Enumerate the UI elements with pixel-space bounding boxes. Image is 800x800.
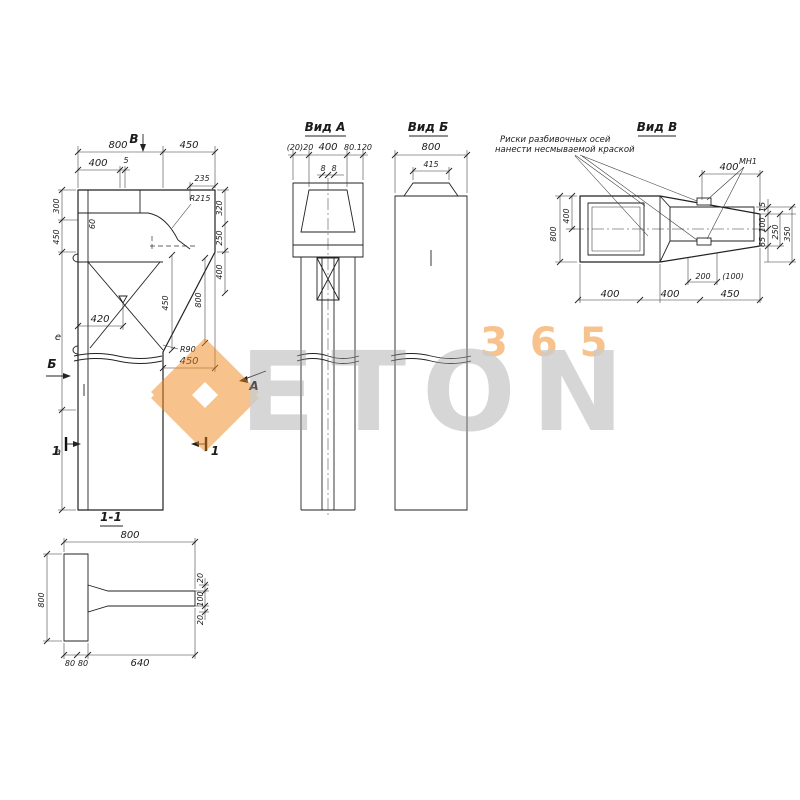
view-v-leaders — [574, 154, 745, 241]
section-ticks — [43, 538, 209, 659]
dim-web-100: 100 — [196, 591, 205, 606]
section-cut-label: 1 — [211, 444, 219, 458]
dim-bottom-80b: 80 — [78, 659, 88, 668]
dim-right-15: 15 — [758, 202, 767, 212]
main-elevation-view: 800 В 450 400 5 235 R215 60 300 450 е а … — [46, 132, 267, 514]
view-b-title: Вид Б — [408, 120, 449, 134]
mn1-label: МН1 — [739, 157, 757, 166]
dim-left-800: 800 — [37, 592, 46, 607]
section-marker-b-arrow — [46, 373, 71, 379]
level-triangle-mark — [118, 295, 128, 304]
dim-console-800v: 800 — [194, 292, 203, 307]
dim-top-console: 450 — [179, 140, 198, 151]
dim-right-100: 100 — [758, 217, 767, 232]
dim-fillet-20-bottom: 20 — [196, 615, 205, 625]
dim-400: 400 — [88, 158, 107, 169]
dim-800: 800 — [421, 142, 440, 153]
dim-bottom-640: 640 — [130, 658, 149, 669]
dim-415: 415 — [423, 160, 438, 169]
view-direction-a-label: А — [248, 379, 258, 393]
dim-left-a: а — [55, 447, 61, 458]
note-line-1: Риски разбивочных осей — [500, 135, 611, 145]
watermark: 365 ETON — [151, 320, 640, 456]
lifting-hook — [72, 345, 79, 355]
dim-200: 200 — [695, 272, 710, 281]
break-line — [73, 358, 163, 364]
view-b-dimension-lines — [394, 150, 468, 193]
section-shape — [63, 553, 196, 642]
column-outline — [77, 189, 216, 511]
dim-left-e: е — [55, 332, 61, 343]
view-v-ticks — [556, 170, 796, 304]
section-cut-1-left: 1 — [52, 437, 81, 458]
view-b: Вид Б 800 415 — [390, 120, 472, 511]
dim-bottom-450: 450 — [720, 289, 739, 300]
dim-console-450v: 450 — [161, 295, 170, 310]
dim-bottom-80a: 80 — [65, 659, 75, 668]
view-v-title: Вид В — [637, 120, 678, 134]
radius-215-label: R215 — [190, 194, 211, 203]
dim-420: 420 — [90, 314, 109, 325]
dim-100: (100) — [722, 272, 744, 281]
dim-right-320: 320 — [215, 200, 224, 215]
flange-section — [63, 553, 89, 642]
break-line — [73, 353, 163, 359]
column-inner-lines — [72, 190, 191, 510]
dim-20-20: (20)20 — [287, 143, 314, 152]
dim-235: 235 — [194, 174, 209, 183]
dim-8a: 8 — [320, 164, 325, 173]
view-a-ticks — [289, 151, 367, 179]
dim-top-800: 800 — [120, 530, 139, 541]
dim-left-450: 450 — [52, 229, 61, 244]
dim-5: 5 — [123, 156, 128, 165]
section-title: 1-1 — [100, 510, 122, 524]
watermark-number: 365 — [480, 320, 630, 366]
view-v: Риски разбивочных осей нанести несмываем… — [495, 120, 796, 304]
watermark-logo-icon — [151, 338, 259, 452]
dim-left-300: 300 — [52, 198, 61, 213]
radius-90-label: R90 — [180, 345, 196, 354]
dim-fillet-20-top: 20 — [196, 573, 205, 583]
section-cut-label: 1 — [52, 444, 60, 458]
dim-left-800: 800 — [549, 226, 558, 241]
dim-right-350: 350 — [783, 226, 792, 241]
mn1-plate — [696, 197, 712, 206]
dim-right-65: 65 — [758, 237, 767, 247]
dim-right-400: 400 — [215, 264, 224, 279]
web-section — [87, 584, 196, 613]
section-marker-b: Б — [47, 357, 56, 371]
section-1-1: 1-1 800 800 20 100 20 80 80 640 — [37, 510, 209, 669]
dim-left-400: 400 — [562, 208, 571, 223]
dim-right-250: 250 — [215, 230, 224, 245]
dim-80-120: 80.120 — [344, 143, 372, 152]
dim-60: 60 — [88, 219, 97, 229]
watermark-brand: ETON — [240, 328, 640, 456]
dim-400: 400 — [318, 142, 337, 153]
hidden-lines — [150, 236, 196, 252]
view-b-linework — [390, 182, 472, 511]
view-b-ticks — [391, 151, 471, 175]
dim-right-250: 250 — [771, 224, 780, 239]
dim-bottom-400b: 400 — [660, 289, 679, 300]
dim-bottom-400a: 400 — [600, 289, 619, 300]
view-v-dimension-lines — [555, 170, 796, 303]
view-a-title: Вид А — [305, 120, 346, 134]
view-a: Вид А (20)20 400 80.120 8 8 — [287, 120, 372, 516]
lifting-hook — [72, 253, 79, 263]
dim-8b: 8 — [331, 164, 336, 173]
dim-top-400: 400 — [719, 162, 738, 173]
main-dimension-lines — [58, 146, 229, 511]
view-direction-v-label: В — [129, 132, 138, 146]
note-line-2: нанести несмываемой краской — [495, 145, 635, 155]
view-direction-v-arrow — [140, 134, 146, 152]
view-a-linework — [292, 182, 364, 511]
dim-top-width: 800 — [108, 140, 127, 151]
main-dimension-ticks — [58, 148, 229, 514]
mn1-plate — [696, 237, 712, 246]
